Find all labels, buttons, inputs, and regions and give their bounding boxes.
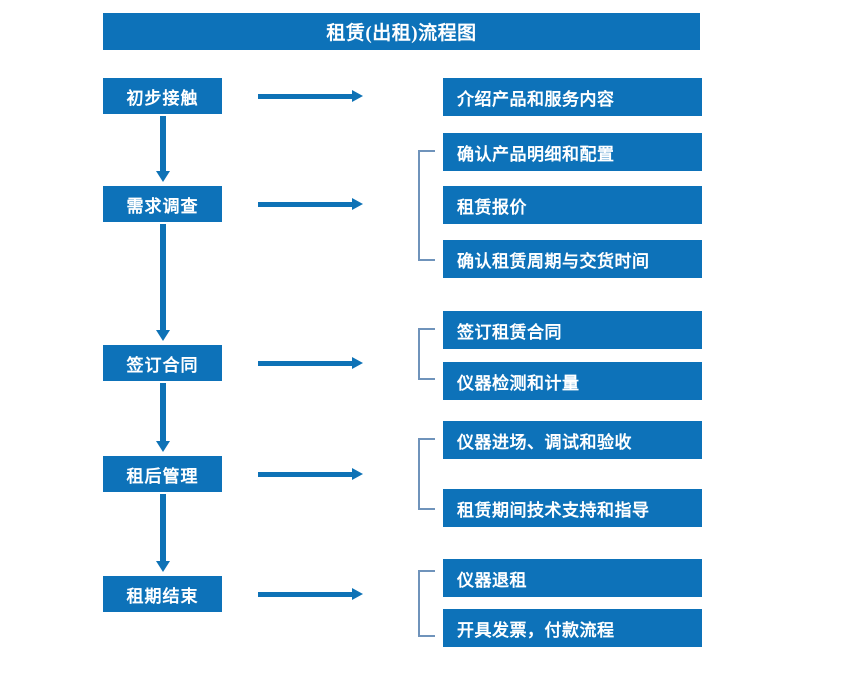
stage-box-3[interactable]: 签订合同 — [103, 345, 222, 381]
horizontal-arrow-2 — [258, 196, 364, 212]
group-bracket-contract — [418, 328, 435, 380]
vertical-arrow-3 — [155, 383, 171, 452]
stage-box-2[interactable]: 需求调查 — [103, 186, 222, 222]
detail-box-6[interactable]: 仪器检测和计量 — [443, 362, 702, 400]
vertical-arrow-4 — [155, 494, 171, 572]
detail-box-1[interactable]: 介绍产品和服务内容 — [443, 78, 702, 116]
group-bracket-termination — [418, 570, 435, 637]
detail-box-4[interactable]: 确认租赁周期与交货时间 — [443, 240, 702, 278]
detail-box-3[interactable]: 租赁报价 — [443, 186, 702, 224]
diagram-title: 租赁(出租)流程图 — [103, 13, 700, 50]
stage-box-5[interactable]: 租期结束 — [103, 576, 222, 612]
detail-box-5[interactable]: 签订租赁合同 — [443, 311, 702, 349]
stage-box-1[interactable]: 初步接触 — [103, 78, 222, 114]
detail-box-9[interactable]: 仪器退租 — [443, 559, 702, 597]
detail-box-8[interactable]: 租赁期间技术支持和指导 — [443, 489, 702, 527]
vertical-arrow-1 — [155, 116, 171, 182]
detail-box-10[interactable]: 开具发票，付款流程 — [443, 609, 702, 647]
horizontal-arrow-5 — [258, 586, 364, 602]
detail-box-7[interactable]: 仪器进场、调试和验收 — [443, 421, 702, 459]
group-bracket-management — [418, 438, 435, 510]
detail-box-2[interactable]: 确认产品明细和配置 — [443, 133, 702, 171]
horizontal-arrow-1 — [258, 88, 364, 104]
horizontal-arrow-3 — [258, 355, 364, 371]
horizontal-arrow-4 — [258, 466, 364, 482]
stage-box-4[interactable]: 租后管理 — [103, 456, 222, 492]
vertical-arrow-2 — [155, 224, 171, 341]
group-bracket-requirements — [418, 150, 435, 261]
